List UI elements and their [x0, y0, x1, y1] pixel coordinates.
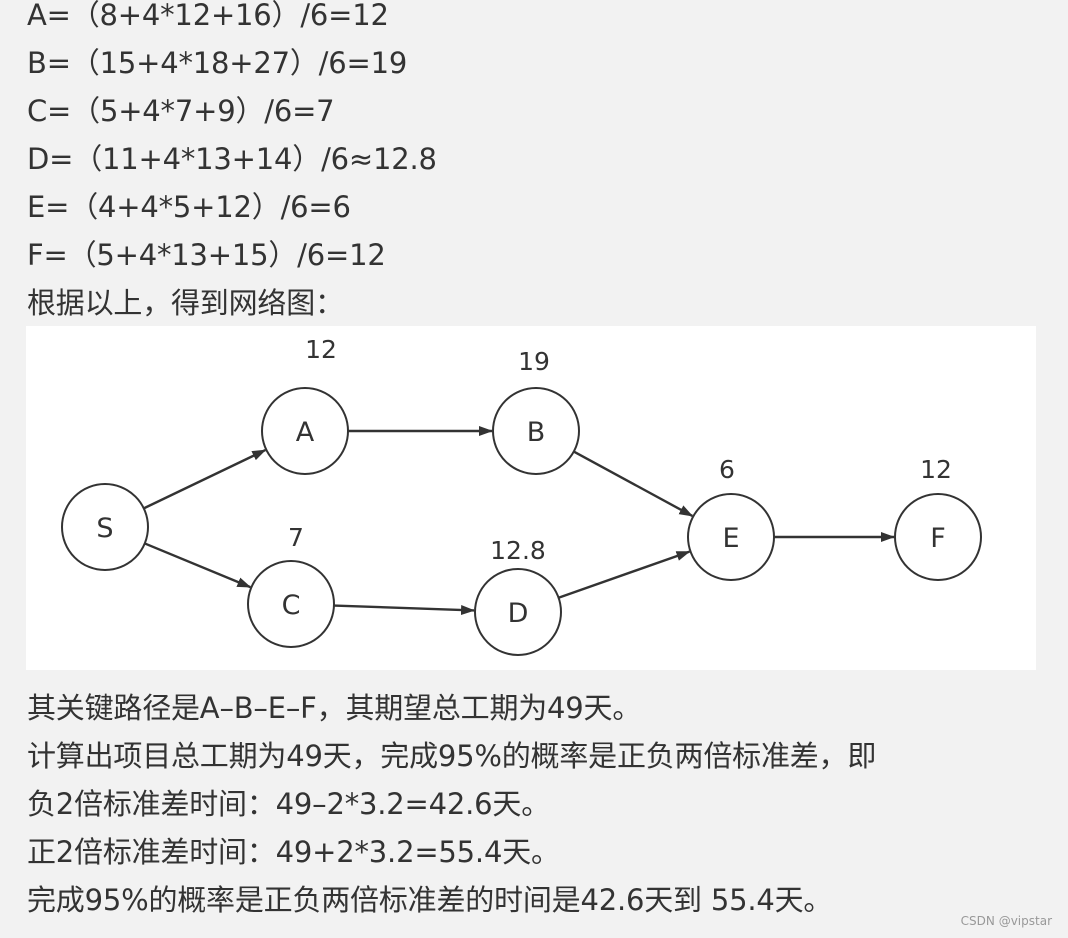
duration-label-d: 12.8	[490, 536, 546, 565]
critical-path-text: 其关键路径是A–B–E–F，其期望总工期为49天。	[27, 691, 642, 725]
node-circle-c	[247, 560, 335, 648]
node-circle-d	[474, 568, 562, 656]
node-b: B 19	[492, 347, 580, 475]
node-s: S	[61, 483, 149, 571]
edge-s-c	[144, 542, 252, 589]
probability-text: 完成95%的概率是正负两倍标准差的时间是42.6天到 55.4天。	[27, 883, 833, 917]
edges-group	[143, 426, 895, 615]
formula-c: C=（5+4*7+9）/6=7	[27, 94, 335, 128]
watermark: CSDN @vipstar	[960, 914, 1052, 928]
node-e: E6	[687, 455, 775, 581]
edge-d-e	[558, 550, 691, 599]
node-c: C7	[247, 523, 335, 648]
edge-s-a	[143, 448, 267, 510]
node-circle-a	[261, 387, 349, 475]
minus-2sd-text: 负2倍标准差时间：49–2*3.2=42.6天。	[27, 787, 550, 821]
formula-e: E=（4+4*5+12）/6=6	[27, 190, 351, 224]
node-label-e: E	[722, 523, 739, 554]
duration-label-a: 12	[305, 335, 337, 364]
duration-label-f: 12	[920, 455, 952, 484]
node-label-c: C	[282, 590, 301, 621]
node-label-s: S	[96, 513, 113, 544]
formula-b: B=（15+4*18+27）/6=19	[27, 46, 408, 80]
node-circle-f	[894, 493, 982, 581]
node-d: D 12.8	[474, 536, 562, 656]
plus-2sd-text: 正2倍标准差时间：49+2*3.2=55.4天。	[27, 835, 560, 869]
edge-b-e	[573, 450, 694, 518]
node-label-a: A	[296, 417, 315, 448]
node-label-f: F	[930, 523, 946, 554]
duration-label-b: 19	[518, 347, 550, 376]
duration-label-c: 7	[288, 523, 304, 552]
node-label-b: B	[527, 417, 546, 448]
formula-d: D=（11+4*13+14）/6≈12.8	[27, 142, 437, 176]
node-circle-s	[61, 483, 149, 571]
node-f: F 12	[894, 455, 982, 581]
node-circle-e	[687, 493, 775, 581]
node-circle-b	[492, 387, 580, 475]
formula-f: F=（5+4*13+15）/6=12	[27, 238, 386, 272]
edge-c-d	[333, 604, 476, 615]
total-duration-text: 计算出项目总工期为49天，完成95%的概率是正负两倍标准差，即	[27, 739, 877, 773]
node-label-d: D	[508, 598, 529, 629]
diagram-intro: 根据以上，得到网络图：	[27, 286, 344, 320]
formula-a: A=（8+4*12+16）/6=12	[27, 0, 389, 32]
duration-label-e: 6	[719, 455, 735, 484]
node-a: A 12	[261, 335, 349, 475]
